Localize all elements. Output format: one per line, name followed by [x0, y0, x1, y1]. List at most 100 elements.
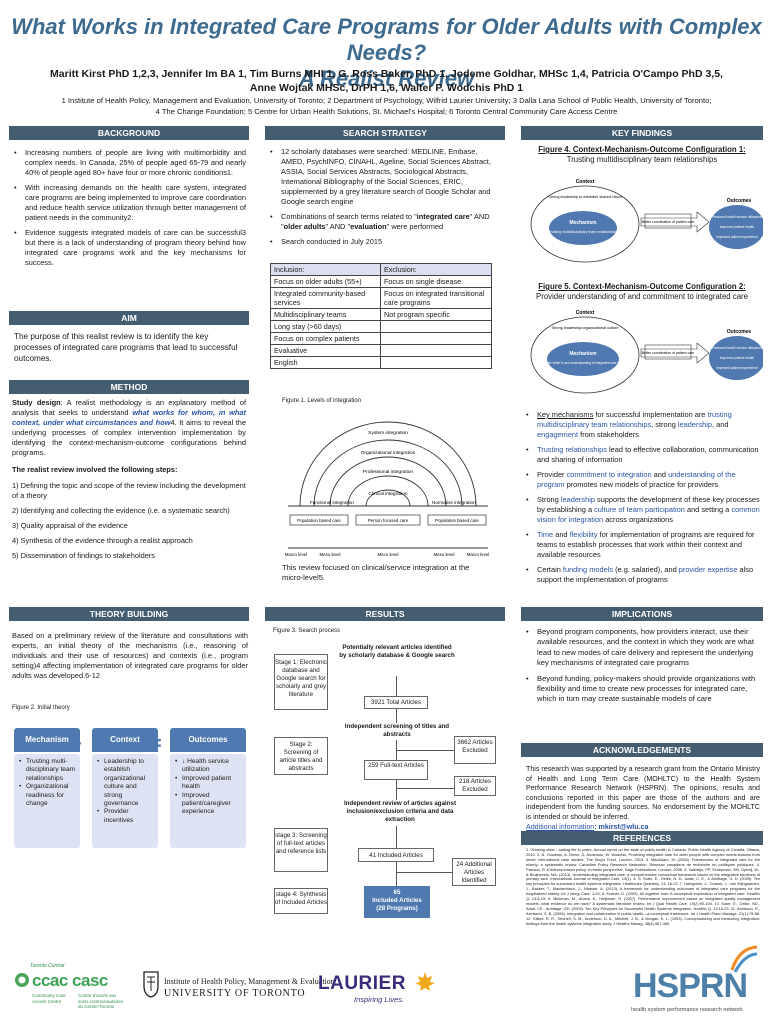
implication-bullet: Beyond funding, policy-makers should pro…	[524, 674, 762, 705]
steps-intro: The realist review involved the followin…	[12, 465, 178, 474]
side-label: Normative integration	[432, 500, 476, 505]
fulltext-box: 259 Full-text Articles	[364, 760, 428, 780]
finding-bullet: Provider commitment to integration and u…	[524, 470, 762, 490]
outcome-item: Improved patient experience	[716, 235, 758, 239]
organizational-arc	[313, 439, 463, 507]
person-box	[355, 514, 421, 526]
outcome-item: Reduced health service utilization	[712, 215, 761, 219]
method-section: Study design: A realist methodology is a…	[12, 398, 246, 566]
criteria-row: Evaluative	[270, 344, 492, 357]
mechanism-card-title: Mechanism	[14, 728, 80, 752]
box-label: Person focused care	[368, 518, 409, 523]
outcomes-ellipse	[709, 205, 763, 249]
search-term-text: " AND "	[325, 222, 351, 231]
finding-bullet: Strong leadership supports the developme…	[524, 495, 762, 525]
inclusion-cell: English	[270, 356, 381, 369]
level-label: Meso level	[434, 552, 455, 557]
mechanism-card: Mechanism Trusting multi-disciplinary te…	[14, 728, 80, 848]
implications-heading: IMPLICATIONS	[521, 607, 763, 621]
cmo2-mechanism-text: Provider belief in and understanding of …	[540, 361, 627, 365]
flow-arrow	[396, 826, 397, 848]
theory-item: Trusting multi-disciplinary team relatio…	[18, 758, 76, 783]
study-design-text-2: 4. It aims to reveal the underlying proc…	[12, 418, 246, 457]
method-heading: METHOD	[9, 380, 249, 394]
title-line-1: What Works in Integrated Care Programs f…	[11, 14, 762, 65]
population-box	[427, 514, 487, 526]
laurier-logo: LAURIER Inspiring Lives.	[318, 972, 448, 1013]
ccac-wordmark: ccac casc	[32, 971, 108, 990]
search-term-text: " were performed	[386, 222, 444, 231]
hsprn-swoosh-icon	[730, 945, 758, 973]
side-label: Functional integration	[310, 500, 354, 505]
finding-key-term: Key mechanisms	[537, 410, 594, 419]
flow-arrow	[396, 780, 397, 800]
fig4-title-block: Figure 4. Context-Mechanism-Outcome Conf…	[521, 145, 763, 165]
finding-highlight: understanding of the program	[537, 470, 736, 489]
inclusion-cell: Multidisciplinary teams	[270, 308, 381, 321]
mechanism-ellipse	[547, 342, 619, 376]
flow-arrow	[396, 872, 452, 873]
search-bullet: Search conducted in July 2015	[268, 237, 502, 247]
finding-text: and	[651, 470, 669, 479]
finding-highlight: common vision for integration	[537, 505, 760, 524]
background-bullet: Increasing numbers of people are living …	[12, 148, 246, 178]
additional-info-link[interactable]: Additional information	[526, 822, 595, 831]
flow-note: Potentially relevant articles identified…	[339, 644, 455, 659]
ccac-region: Toronto Central	[30, 963, 65, 969]
theory-text: Based on a preliminary review of the lit…	[12, 631, 248, 680]
flow-note: Independent review of articles against i…	[343, 800, 457, 823]
acknowledgements-heading: ACKNOWLEDGEMENTS	[521, 743, 763, 757]
criteria-row: Focus on older adults (55+)Focus on sing…	[270, 275, 492, 288]
coordination-label: Better coordination of patient care	[642, 351, 695, 355]
fig1-note: This review focused on clinical/service …	[282, 563, 470, 582]
finding-text: Strong	[537, 495, 561, 504]
affiliations-line-2: 4 The Change Foundation; 5 Centre for Ur…	[155, 106, 618, 116]
mechanism-card-body: Trusting multi-disciplinary team relatio…	[14, 754, 80, 848]
flow-arrow	[396, 676, 397, 696]
references-heading: REFERENCES	[521, 831, 763, 845]
finding-bullet: Certain funding models (e.g. salaried), …	[524, 565, 762, 585]
excluded-box: 3662 Articles Excluded	[454, 736, 496, 764]
finding-highlight: funding models	[562, 565, 614, 574]
stage-4-box: stage 4: Synthesis of Included Articles	[274, 888, 328, 914]
context-card-title: Context	[92, 728, 158, 752]
cmo1-diagram: Context Strong leadership to establish s…	[530, 179, 763, 263]
authors: Maritt Kirst PhD 1,2,3, Jennifer Im BA 1…	[0, 67, 773, 95]
outcome-item: Improved patient health	[720, 356, 755, 360]
search-process-flowchart: Stage 1: Electronic database and Google …	[268, 640, 504, 920]
study-design-label: Study design	[12, 398, 61, 407]
finding-highlight: provider expertise	[678, 565, 738, 574]
findings-list: Key mechanisms for successful implementa…	[524, 410, 762, 590]
inclusion-header: Inclusion:	[270, 263, 381, 276]
core-arc	[365, 489, 411, 507]
background-section: Increasing numbers of people are living …	[12, 148, 246, 273]
contact-email[interactable]: : mkirst@wlu.ca	[594, 822, 649, 831]
flow-arrow	[396, 862, 397, 886]
finding-text: lead to effective collaboration, communi…	[537, 445, 759, 464]
outcomes-card: Outcomes ↓ Health service utilization Im…	[170, 728, 246, 848]
affiliations-line-1: 1 Institute of Health Policy, Management…	[61, 96, 712, 105]
context-label: Context	[576, 310, 595, 316]
arc-label: Clinical integration	[368, 491, 408, 497]
implications-section: Beyond program components, how providers…	[524, 627, 762, 710]
search-term-text: Combinations of search terms related to …	[281, 212, 417, 221]
finding-text: promotes new models of practice for prov…	[564, 480, 719, 489]
finding-text: (e.g. salaried), and	[613, 565, 679, 574]
finding-highlight: engagement	[537, 430, 579, 439]
stage-3-box: stage 3: Screening of full-text articles…	[274, 828, 328, 872]
context-label: Context	[576, 179, 595, 185]
inclusion-cell: Focus on complex patients	[270, 332, 381, 345]
aim-heading: AIM	[9, 311, 249, 325]
study-design-emphasis: what works for whom, in what context, un…	[12, 408, 246, 427]
theory-heading: THEORY BUILDING	[9, 607, 249, 621]
affiliations: 1 Institute of Health Policy, Management…	[0, 96, 773, 117]
outcome-item: Improved patient experience	[716, 366, 758, 370]
search-term: evaluation	[350, 222, 387, 231]
arrow-icon	[640, 342, 710, 364]
findings-bullets: Key mechanisms for successful implementa…	[524, 410, 762, 585]
finding-highlight: leadership	[677, 420, 713, 429]
finding-highlight: trusting multidisciplinary team relation…	[537, 410, 732, 429]
poster-title: What Works in Integrated Care Programs f…	[0, 14, 773, 92]
mechanism-ellipse	[549, 211, 617, 245]
arc-label: Organizational integration	[361, 450, 416, 456]
